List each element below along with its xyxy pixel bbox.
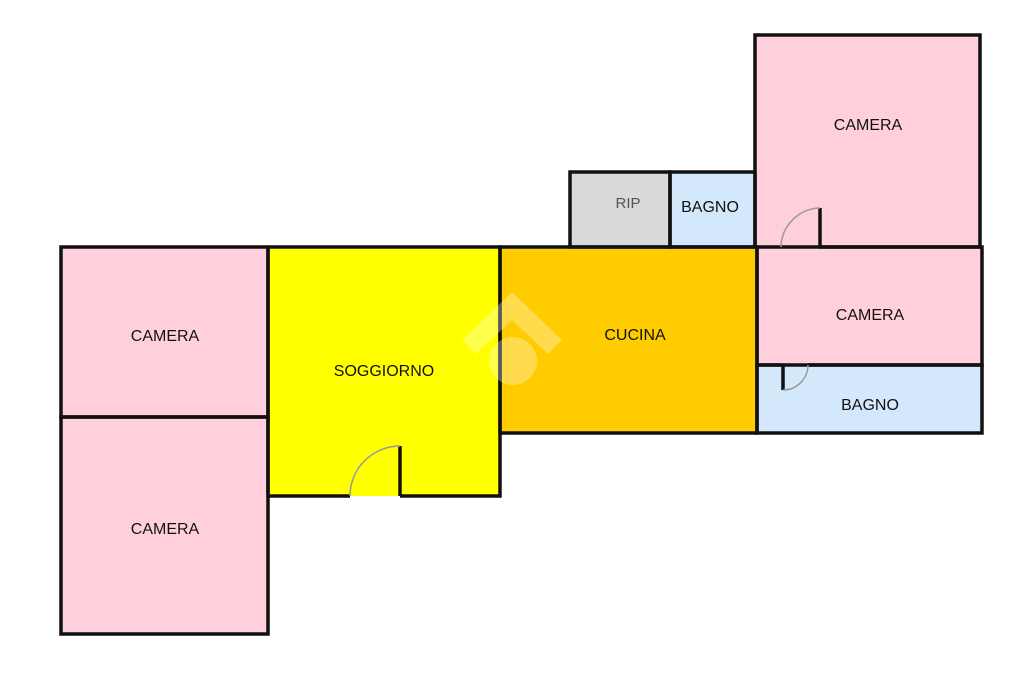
room-label: CAMERA [834, 117, 903, 134]
room-label: SOGGIORNO [334, 363, 434, 380]
room-label: RIP [615, 195, 640, 212]
room-camera-left-top [61, 247, 268, 417]
walls [59, 33, 984, 636]
room-bagno-small [670, 172, 755, 247]
door-swing-camera-right [780, 207, 821, 248]
room-label: CUCINA [604, 327, 666, 344]
room-label: CAMERA [131, 328, 200, 345]
room-camera-right-mid [757, 247, 982, 365]
house-logo-icon [462, 292, 562, 385]
room-label: CAMERA [836, 307, 905, 324]
door-swing-soggiorno [349, 445, 401, 497]
room-bagno-right [757, 365, 982, 433]
room-label: BAGNO [681, 199, 739, 216]
room-label: CAMERA [131, 521, 200, 538]
room-camera-left-bottom [61, 417, 268, 634]
room-camera-right-top [755, 35, 980, 247]
room-soggiorno [268, 247, 500, 496]
room-label: BAGNO [841, 397, 899, 414]
room-cucina [500, 247, 757, 433]
door-swing-bagno-right [782, 364, 809, 391]
room-rip [570, 172, 670, 247]
